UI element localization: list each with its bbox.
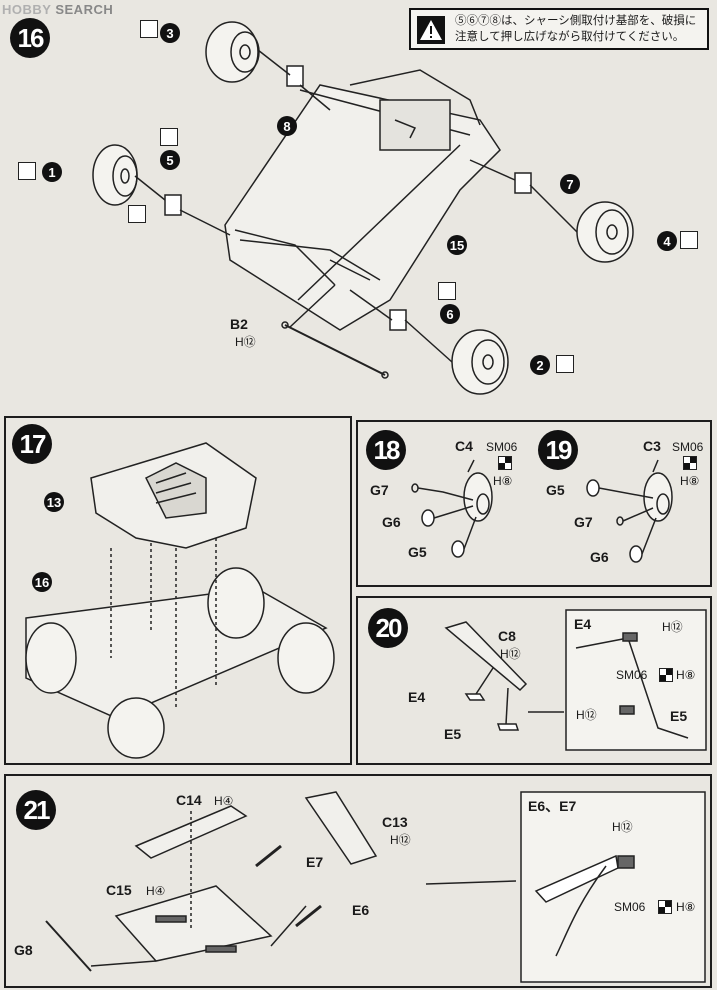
- wheel-3: [205, 21, 260, 83]
- part-label-g5: G5: [408, 544, 427, 560]
- paint-label-h4: H④: [214, 794, 234, 808]
- paint-label-h8: H⑧: [493, 474, 513, 488]
- part-label-c4: C4: [455, 438, 473, 454]
- part-label-g6: G6: [382, 514, 401, 530]
- step-number-18: 18: [366, 430, 406, 470]
- decal-icon: [683, 456, 697, 470]
- decal-icon: [658, 900, 672, 914]
- step-number: 20: [368, 608, 408, 648]
- watermark: HOBBY SEARCH: [2, 2, 113, 17]
- hub-label-6: 6: [440, 304, 460, 324]
- detail-label-e4: E4: [574, 616, 592, 632]
- detail-decal-sm06: SM06: [616, 668, 648, 682]
- part-label-g7: G7: [574, 514, 593, 530]
- wheel-4: [576, 201, 634, 263]
- wheel-label-3: 3: [160, 23, 180, 43]
- part-label-b2: B2: [230, 316, 248, 332]
- cement-icon: [438, 282, 456, 300]
- wheel-label-2: 2: [530, 355, 550, 375]
- decal-icon: [498, 456, 512, 470]
- wheel-label-4: 4: [657, 231, 677, 251]
- detail-paint-h12: H⑫: [662, 620, 683, 634]
- decal-icon: [659, 668, 673, 682]
- detail-paint-h8: H⑧: [676, 668, 696, 682]
- step-number: 21: [16, 790, 56, 830]
- paint-label-h12: H⑫: [500, 647, 521, 661]
- watermark-site: SEARCH: [55, 2, 114, 17]
- part-label-c13: C13: [382, 814, 408, 830]
- hub-label-5: 5: [160, 150, 180, 170]
- paint-label-h8: H⑧: [680, 474, 700, 488]
- warning-text: ⑤⑥⑦⑧は、シャーシ側取付け基部を、破損に注意して押し広げながら取付けてください…: [455, 15, 697, 43]
- warning-box: ⑤⑥⑦⑧は、シャーシ側取付け基部を、破損に注意して押し広げながら取付けてください…: [409, 8, 709, 50]
- step-number: 17: [12, 424, 52, 464]
- step-21-panel: 21 C14 H④ C13 H⑫ E7 C15 H④ E6 G8 E6、E7 H…: [4, 774, 712, 988]
- wheel-1: [92, 144, 138, 206]
- cement-icon: [18, 162, 36, 180]
- wheel-label-1: 1: [42, 162, 62, 182]
- part-label-e5: E5: [444, 726, 462, 742]
- paint-label-b2: H⑫: [235, 335, 256, 349]
- decal-label-sm06: SM06: [486, 440, 518, 454]
- subassembly-label-15: 15: [447, 235, 467, 255]
- warning-icon: [417, 16, 445, 44]
- step-20-panel: 20 C8 H⑫ E4 E5 E4 H⑫ SM06 H⑧ H⑫ E5: [356, 596, 712, 765]
- cement-icon: [160, 128, 178, 146]
- part-label-c8: C8: [498, 628, 516, 644]
- cement-icon: [140, 20, 158, 38]
- cement-icon: [680, 231, 698, 249]
- part-label-g5: G5: [546, 482, 565, 498]
- step-20-illustration: [444, 609, 707, 751]
- cement-icon: [128, 205, 146, 223]
- detail-label-e5: E5: [670, 708, 688, 724]
- cement-icon: [556, 355, 574, 373]
- detail-paint-h12: H⑫: [612, 820, 633, 834]
- part-label-e4: E4: [408, 689, 426, 705]
- step-16-illustration: [92, 21, 634, 395]
- wheel-2: [451, 329, 509, 395]
- part-label-g7: G7: [370, 482, 389, 498]
- paint-label-h12: H⑫: [390, 833, 411, 847]
- step-18-19-illustration: [411, 459, 673, 563]
- detail-title: E6、E7: [528, 798, 577, 814]
- step-18-19-panel: 18 C4 SM06 H⑧ G7 G6 G5 19 C3 SM06 H⑧ G5 …: [356, 420, 712, 587]
- part-label-e6: E6: [352, 902, 370, 918]
- detail-paint-h12: H⑫: [576, 708, 597, 722]
- step-21-illustration: [45, 791, 706, 983]
- part-label-g8: G8: [14, 942, 33, 958]
- part-label-e7: E7: [306, 854, 324, 870]
- chassis-ref-16: 16: [32, 572, 52, 592]
- part-label-c14: C14: [176, 792, 202, 808]
- step-number-19: 19: [538, 430, 578, 470]
- step-number: 16: [10, 18, 50, 58]
- paint-label-h4: H④: [146, 884, 166, 898]
- part-label-c15: C15: [106, 882, 132, 898]
- detail-decal-sm06: SM06: [614, 900, 646, 914]
- part-label-g6: G6: [590, 549, 609, 565]
- watermark-brand: HOBBY: [2, 2, 52, 17]
- decal-label-sm06: SM06: [672, 440, 704, 454]
- hub-label-8: 8: [277, 116, 297, 136]
- part-label-c3: C3: [643, 438, 661, 454]
- detail-paint-h8: H⑧: [676, 900, 696, 914]
- step-17-illustration: [25, 442, 335, 759]
- hub-label-7: 7: [560, 174, 580, 194]
- step-17-panel: 17 13 16: [4, 416, 352, 765]
- body-ref-13: 13: [44, 492, 64, 512]
